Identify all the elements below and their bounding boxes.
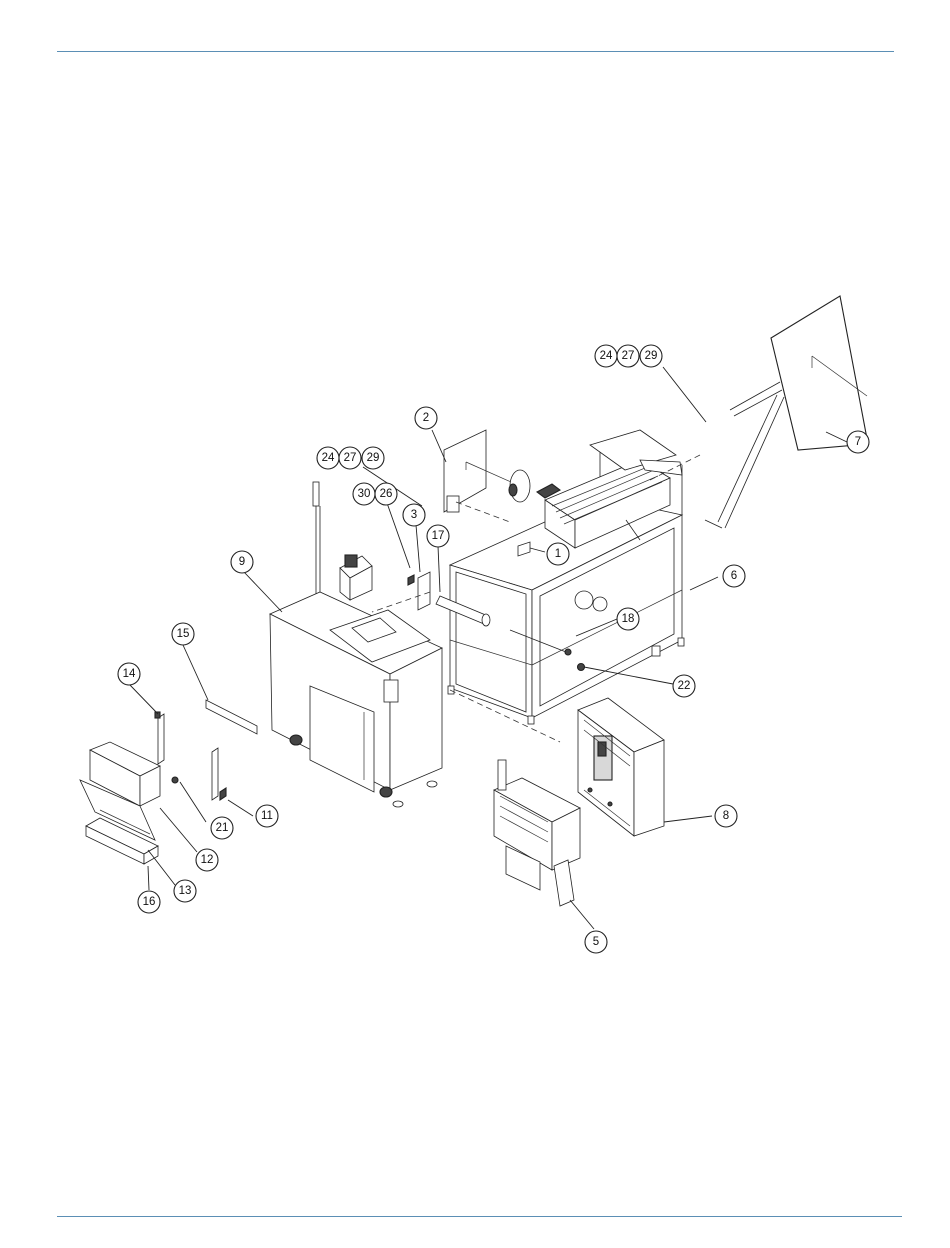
callout-14: 14 (118, 663, 140, 685)
svg-text:5: 5 (593, 936, 599, 948)
svg-text:3: 3 (411, 509, 417, 521)
callout-18: 18 (617, 608, 639, 630)
callout-24a: 24 (595, 345, 617, 367)
svg-text:27: 27 (622, 350, 635, 362)
callout-24b: 24 (317, 447, 339, 469)
callout-12: 12 (196, 849, 218, 871)
callout-15: 15 (172, 623, 194, 645)
svg-text:21: 21 (216, 822, 229, 834)
svg-text:9: 9 (239, 556, 245, 568)
part-3-bracket (408, 572, 430, 610)
part-5-lower-assembly (494, 760, 580, 906)
svg-text:17: 17 (432, 530, 445, 542)
part-2-plate-shaft (444, 430, 530, 512)
callout-9: 9 (231, 551, 253, 573)
callout-1: 1 (547, 543, 569, 565)
svg-text:2: 2 (423, 412, 429, 424)
callout-8: 8 (715, 805, 737, 827)
callout-26: 26 (375, 483, 397, 505)
part-11-bracket (212, 748, 226, 800)
callout-27a: 27 (617, 345, 639, 367)
callout-22: 22 (673, 675, 695, 697)
callout-5: 5 (585, 931, 607, 953)
svg-text:16: 16 (143, 896, 156, 908)
callout-27b: 27 (339, 447, 361, 469)
svg-text:6: 6 (731, 570, 737, 582)
svg-text:24: 24 (322, 452, 335, 464)
svg-text:8: 8 (723, 810, 729, 822)
callout-16: 16 (138, 891, 160, 913)
svg-text:24: 24 (600, 350, 613, 362)
callout-29b: 29 (362, 447, 384, 469)
part-14-bracket (155, 712, 164, 764)
callout-2: 2 (415, 407, 437, 429)
svg-text:12: 12 (201, 854, 214, 866)
part-21-screw (172, 777, 178, 783)
svg-text:30: 30 (358, 488, 371, 500)
callout-17: 17 (427, 525, 449, 547)
callout-6: 6 (723, 565, 745, 587)
part-8-electrical-panel (578, 698, 664, 836)
callout-3: 3 (403, 504, 425, 526)
svg-text:15: 15 (177, 628, 190, 640)
callout-29a: 29 (640, 345, 662, 367)
svg-text:7: 7 (855, 436, 861, 448)
part-15-strip (206, 700, 257, 734)
svg-text:29: 29 (645, 350, 658, 362)
callout-13: 13 (174, 880, 196, 902)
callout-30: 30 (353, 483, 375, 505)
svg-text:14: 14 (123, 668, 136, 680)
callout-7: 7 (847, 431, 869, 453)
svg-text:29: 29 (367, 452, 380, 464)
svg-text:26: 26 (380, 488, 393, 500)
svg-text:18: 18 (622, 613, 635, 625)
callout-21: 21 (211, 817, 233, 839)
svg-text:22: 22 (678, 680, 691, 692)
svg-text:27: 27 (344, 452, 357, 464)
svg-text:1: 1 (555, 548, 561, 560)
svg-text:11: 11 (261, 810, 273, 822)
svg-text:13: 13 (179, 885, 192, 897)
explode-line-2 (456, 502, 510, 522)
part-7-panel (705, 296, 868, 528)
callout-11: 11 (256, 805, 278, 827)
part-22-nut (578, 664, 585, 671)
